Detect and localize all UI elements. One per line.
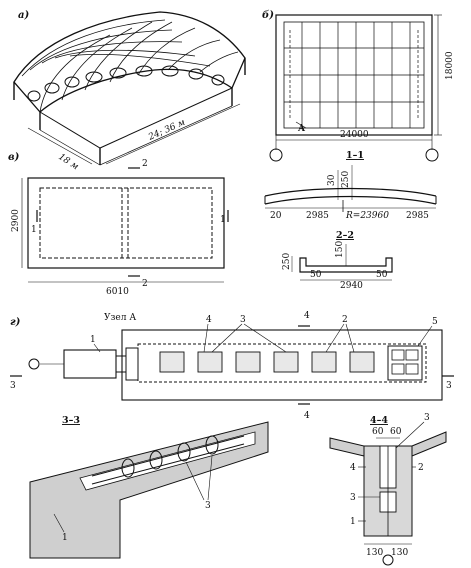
section-1-1: 1–1 30 250 20 2985 R=23960 2985 <box>264 150 437 221</box>
callout-5: 5 <box>432 317 438 327</box>
columns <box>13 58 246 165</box>
axis-marker-left <box>269 148 283 162</box>
dim-24000: 24000 <box>340 130 369 140</box>
panel-v-slab: в) 2900 6010 1 1 2 2 <box>8 152 229 297</box>
rib-inserts <box>159 351 375 373</box>
callout-4-4-3-top: 3 <box>424 413 430 423</box>
dim-20: 20 <box>270 211 282 221</box>
cut-2-bottom: 2 <box>142 279 148 289</box>
dim-130-left: 130 <box>366 548 383 558</box>
axis-marker-section <box>382 554 394 566</box>
callout-2: 2 <box>342 315 348 325</box>
node-a-title: Узел А <box>104 313 136 323</box>
callout-3-3-3: 3 <box>205 501 211 511</box>
panel-a-label: а) <box>18 10 29 21</box>
dim-50-left: 50 <box>310 270 322 280</box>
panel-b-label: б) <box>262 10 274 21</box>
dim-60-left: 60 <box>372 427 384 437</box>
callout-1: 1 <box>90 335 96 345</box>
axis-marker-right <box>425 148 439 162</box>
cut-4-bottom: 4 <box>304 411 310 421</box>
section-4-4: 4–4 60 60 130 130 3 4 2 3 1 <box>329 413 447 566</box>
section-1-1-title: 1–1 <box>346 150 364 161</box>
callout-4-4-3-mid: 3 <box>350 493 356 503</box>
callout-4: 4 <box>206 315 212 325</box>
panel-g-label: г) <box>10 317 21 328</box>
callout-3-3-1: 1 <box>62 533 68 543</box>
section-4-4-title: 4–4 <box>370 415 388 426</box>
dim-6010: 6010 <box>106 287 129 297</box>
clamp-rings <box>91 435 245 485</box>
dim-2900: 2900 <box>11 209 21 232</box>
panel-g-node-a: г) Узел А 1 4 3 2 <box>10 311 454 421</box>
section-2-2-title: 2–2 <box>336 230 354 241</box>
cut-3-left: 3 <box>10 381 16 391</box>
cut-4-top: 4 <box>304 311 310 321</box>
section-3-3-title: 3–3 <box>62 415 80 426</box>
shell-openings <box>27 65 225 102</box>
dim-2985-right: 2985 <box>406 211 429 221</box>
dim-150: 150 <box>335 241 345 258</box>
cut-1-left: 1 <box>31 225 37 235</box>
cut-1-right: 1 <box>220 215 226 225</box>
dim-130-right: 130 <box>391 548 408 558</box>
dim-18000: 18000 <box>445 51 455 80</box>
cut-3-right: 3 <box>446 381 452 391</box>
dim-30: 30 <box>327 174 337 186</box>
dim-2940: 2940 <box>340 281 363 291</box>
dim-radius: R=23960 <box>345 211 389 221</box>
callout-4-4-1: 1 <box>350 517 356 527</box>
panel-b-plan: б) 18000 24000 A <box>262 10 455 162</box>
axis-marker-node <box>28 358 40 370</box>
section-2-2: 2–2 250 150 50 2940 50 <box>282 230 393 291</box>
dim-2985-left: 2985 <box>306 211 329 221</box>
dim-250: 250 <box>341 171 351 188</box>
plan-grid <box>284 22 424 128</box>
dim-50-right: 50 <box>376 270 388 280</box>
node-ref-a: A <box>297 124 306 134</box>
panel-a-perspective: а) <box>13 10 246 172</box>
cut-2-top: 2 <box>142 159 148 169</box>
callout-4-4-2: 2 <box>418 463 424 473</box>
dim-250-b: 250 <box>282 253 292 270</box>
callout-4-4-4: 4 <box>350 463 356 473</box>
callout-3: 3 <box>240 315 246 325</box>
dim-60-right: 60 <box>390 427 402 437</box>
section-3-3: 3–3 1 3 <box>29 415 269 559</box>
panel-v-label: в) <box>8 152 20 163</box>
